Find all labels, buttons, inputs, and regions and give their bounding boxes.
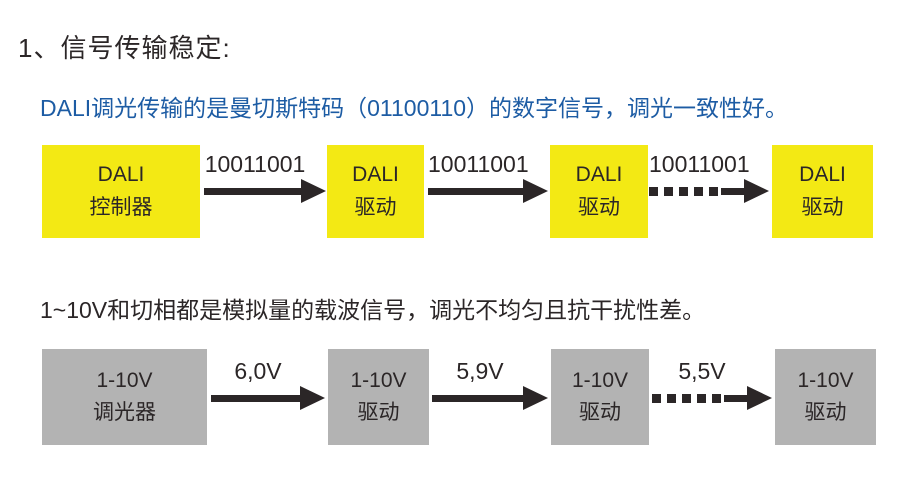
flow-node-analog-dimmer: 1-10V 调光器 <box>42 349 207 445</box>
node-label-line2: 驱动 <box>801 195 844 219</box>
flow-node-analog-driver-2: 1-10V 驱动 <box>551 349 649 445</box>
arrow-shaft <box>428 187 523 195</box>
flow-node-dali-controller: DALI 控制器 <box>42 145 200 238</box>
node-label-line1: DALI <box>575 163 623 187</box>
node-label-line1: 1-10V <box>350 368 407 392</box>
node-label-line2: 驱动 <box>578 195 620 219</box>
node-label-line1: 1-10V <box>797 368 854 392</box>
node-label-line1: DALI <box>97 163 145 187</box>
arrow-label: 10011001 <box>204 151 306 177</box>
arrow-shaft <box>652 393 747 403</box>
flow-arrow-dali-1: 10011001 <box>204 151 326 203</box>
flow-node-analog-driver-3: 1-10V 驱动 <box>775 349 876 445</box>
arrow-head-icon <box>744 179 769 203</box>
node-label-line1: 1-10V <box>96 368 153 392</box>
arrow-label: 5,9V <box>456 358 504 384</box>
arrow-shaft <box>649 186 744 196</box>
node-label-line2: 驱动 <box>354 195 397 219</box>
node-label-line1: 1-10V <box>571 368 629 392</box>
analog-description: 1~10V和切相都是模拟量的载波信号，调光不均匀且抗干扰性差。 <box>40 297 706 323</box>
flow-arrow-dali-3: 10011001 <box>649 151 769 203</box>
node-label-line1: DALI <box>799 163 846 187</box>
arrow-shaft <box>432 394 523 402</box>
arrow-label: 5,5V <box>678 358 726 384</box>
arrow-label: 10011001 <box>428 151 529 177</box>
dali-description: DALI调光传输的是曼切斯特码（01100110）的数字信号，调光一致性好。 <box>40 95 789 121</box>
arrow-head-icon <box>523 386 548 410</box>
arrow-head-icon <box>301 179 326 203</box>
flow-arrow-analog-1: 6,0V <box>211 358 325 410</box>
flow-arrow-analog-2: 5,9V <box>432 358 548 410</box>
page-title: 1、信号传输稳定: <box>18 33 231 63</box>
node-label-line2: 驱动 <box>357 401 400 424</box>
arrow-label: 6,0V <box>234 358 282 384</box>
flow-arrow-dali-2: 10011001 <box>428 151 548 203</box>
flow-arrow-analog-3: 5,5V <box>652 358 772 410</box>
node-label-line2: 调光器 <box>93 401 156 424</box>
arrow-head-icon <box>747 386 772 410</box>
node-label-line2: 驱动 <box>579 401 621 424</box>
flow-node-dali-driver-2: DALI 驱动 <box>550 145 648 238</box>
node-label-line1: DALI <box>352 163 399 187</box>
flow-node-analog-driver-1: 1-10V 驱动 <box>328 349 429 445</box>
arrow-shaft <box>211 394 300 402</box>
arrow-label: 10011001 <box>649 151 750 177</box>
flow-node-dali-driver-3: DALI 驱动 <box>772 145 873 238</box>
node-label-line2: 驱动 <box>804 401 847 424</box>
node-label-line2: 控制器 <box>89 195 153 219</box>
arrow-shaft <box>204 187 301 195</box>
flow-node-dali-driver-1: DALI 驱动 <box>327 145 424 238</box>
arrow-head-icon <box>300 386 325 410</box>
arrow-head-icon <box>523 179 548 203</box>
